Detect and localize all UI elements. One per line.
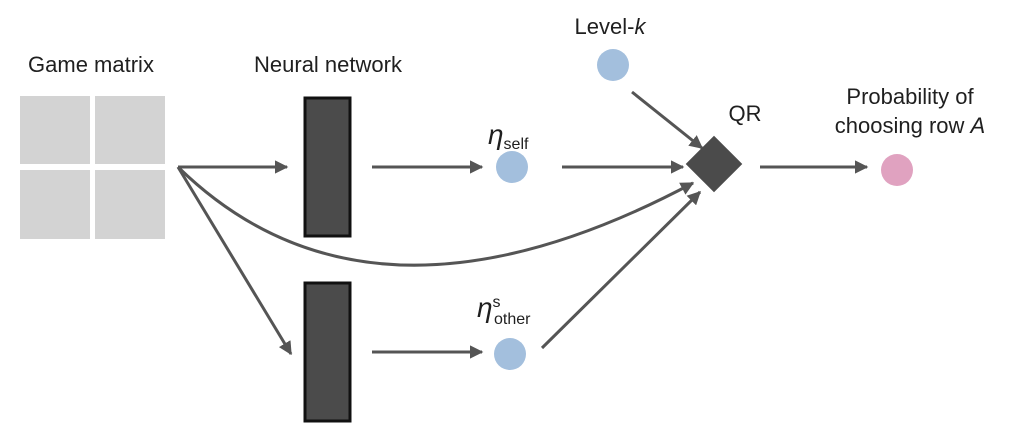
matrix-cell-bottom-right xyxy=(95,170,165,239)
qr-node xyxy=(685,135,743,193)
neural-network-block-bottom xyxy=(303,281,352,423)
probability-output-node xyxy=(881,154,913,186)
probability-label-line2: choosing row A xyxy=(835,113,985,138)
arrow-level-k-to-qr xyxy=(631,90,704,150)
matrix-cell-top-left xyxy=(20,96,90,164)
qr-label: QR xyxy=(729,101,762,126)
eta-self-label: ηself xyxy=(488,119,529,153)
arrow-matrix-to-qr-curve xyxy=(176,165,695,267)
arrow-eta-other-to-qr xyxy=(540,190,702,350)
neural-network-label: Neural network xyxy=(254,52,403,77)
level-k-node xyxy=(597,49,629,81)
game-matrix-label: Game matrix xyxy=(28,52,154,77)
matrix-cell-bottom-left xyxy=(20,170,90,239)
eta-other-node xyxy=(494,338,526,370)
eta-self-node xyxy=(496,151,528,183)
arrow-matrix-to-network-bottom xyxy=(176,166,293,356)
level-k-label: Level-k xyxy=(575,14,647,39)
matrix-cell-top-right xyxy=(95,96,165,164)
probability-label-line1: Probability of xyxy=(846,84,974,109)
neural-network-block-top xyxy=(303,96,352,238)
game-matrix xyxy=(20,96,165,239)
